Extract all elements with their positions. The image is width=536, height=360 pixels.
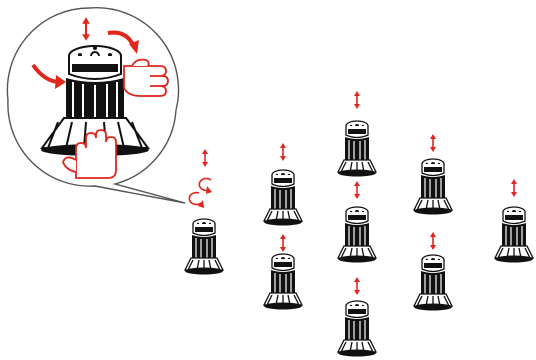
pedestal-icon — [184, 218, 224, 276]
pedestal-icon — [337, 206, 377, 264]
pedestal-icon — [413, 254, 453, 312]
pedestal-icon — [413, 158, 453, 216]
height-adjust-arrow-icon — [510, 178, 518, 198]
pedestal-grid — [184, 90, 534, 358]
height-adjust-arrow-icon — [429, 133, 437, 153]
height-adjust-arrow-icon — [279, 142, 287, 162]
hand-icon-right — [123, 58, 169, 97]
pedestal-icon — [337, 300, 377, 358]
height-adjust-arrow-icon — [353, 90, 361, 110]
height-adjust-arrow-icon — [279, 233, 287, 253]
pedestal-icon — [337, 120, 377, 178]
hand-icon-bottom — [62, 129, 117, 179]
rotate-adjust-icon — [188, 148, 212, 208]
height-adjust-arrow-icon — [353, 276, 361, 296]
rotate-arrowhead-icon — [129, 40, 139, 54]
rotate-arrowhead-icon-left — [55, 75, 66, 89]
height-adjust-arrow-icon — [353, 180, 361, 200]
zoom-callout — [6, 7, 186, 204]
pedestal-icon — [263, 253, 303, 311]
pedestal-icon — [494, 206, 534, 264]
height-adjust-arrow-icon — [429, 231, 437, 251]
pedestal-icon — [263, 169, 303, 227]
